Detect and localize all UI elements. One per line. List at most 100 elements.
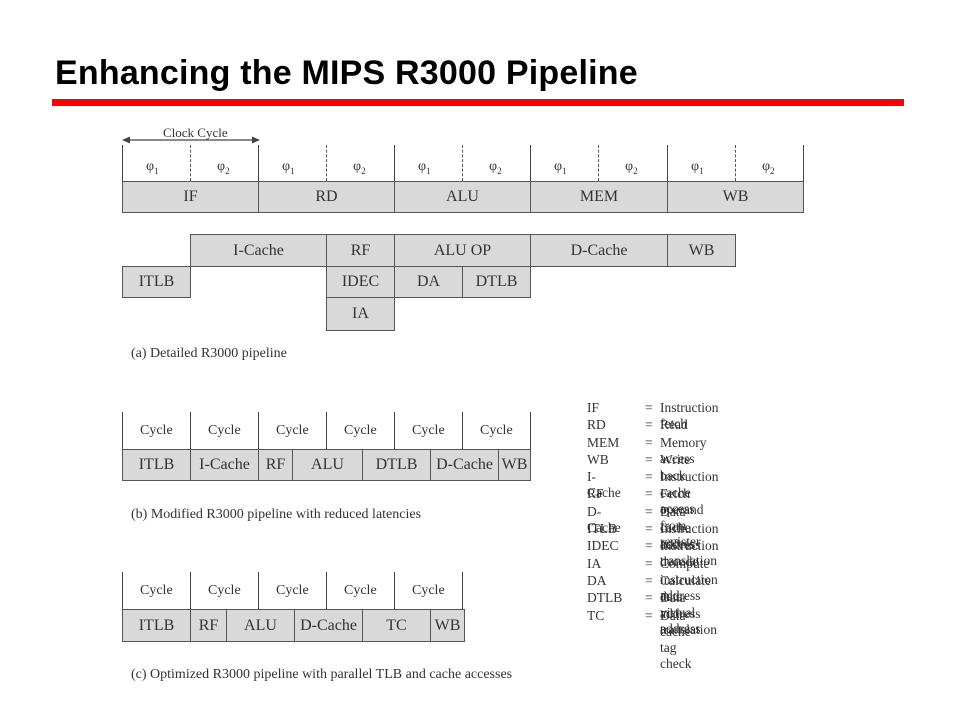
phase-label: φ2 bbox=[762, 159, 775, 176]
legend-desc: Instruction address translation bbox=[660, 521, 719, 569]
legend-desc: Data address translation bbox=[660, 590, 717, 638]
legend-desc: Data cache tag check bbox=[660, 607, 692, 671]
b-stage-i-cache: I-Cache bbox=[190, 449, 259, 481]
phase-label: φ1 bbox=[418, 159, 431, 176]
substage-wb: WB bbox=[667, 234, 736, 267]
legend-desc: Data cache access bbox=[660, 503, 695, 551]
phase-label: φ1 bbox=[691, 159, 704, 176]
cycle-label: Cycle bbox=[276, 583, 309, 598]
cycle-divider bbox=[122, 145, 123, 181]
substage-da: DA bbox=[394, 266, 463, 298]
phase-label: φ2 bbox=[489, 159, 502, 176]
c-stage-tc: TC bbox=[362, 609, 431, 642]
substage-ia: IA bbox=[326, 297, 395, 331]
phase-divider bbox=[190, 145, 191, 181]
c-stage-wb: WB bbox=[430, 609, 465, 642]
c-stage-alu: ALU bbox=[226, 609, 295, 642]
c-stage-d-cache: D-Cache bbox=[294, 609, 363, 642]
legend-abbr: RF bbox=[587, 486, 604, 502]
cycle-divider bbox=[122, 412, 123, 450]
cycle-label: Cycle bbox=[344, 583, 377, 598]
cycle-label: Cycle bbox=[140, 423, 173, 438]
phase-label: φ1 bbox=[146, 159, 159, 176]
phase-divider bbox=[326, 145, 327, 181]
cycle-divider bbox=[394, 412, 395, 450]
title-underline bbox=[52, 99, 904, 106]
stage-alu: ALU bbox=[394, 181, 531, 213]
b-stage-d-cache: D-Cache bbox=[430, 449, 499, 481]
cycle-label: Cycle bbox=[480, 423, 513, 438]
legend-desc: Instruction fetch bbox=[660, 400, 719, 431]
cycle-label: Cycle bbox=[208, 583, 241, 598]
legend-abbr: RD bbox=[587, 417, 606, 433]
substage-rf: RF bbox=[326, 234, 395, 267]
cycle-label: Cycle bbox=[208, 423, 241, 438]
b-stage-wb: WB bbox=[498, 449, 531, 481]
stage-mem: MEM bbox=[530, 181, 668, 213]
page-title: Enhancing the MIPS R3000 Pipeline bbox=[55, 54, 638, 92]
legend-abbr: I-Cache bbox=[587, 469, 621, 501]
cycle-label: Cycle bbox=[276, 423, 309, 438]
clock-cycle-label: Clock Cycle bbox=[163, 125, 228, 140]
cycle-divider bbox=[462, 572, 463, 610]
stage-wb: WB bbox=[667, 181, 804, 213]
legend-abbr: IDEC bbox=[587, 538, 619, 554]
legend-abbr: IA bbox=[587, 555, 602, 571]
substage-itlb: ITLB bbox=[122, 266, 191, 298]
legend-desc: Calculate data virtual address bbox=[660, 572, 711, 636]
cycle-divider bbox=[530, 145, 531, 181]
phase-divider bbox=[735, 145, 736, 181]
phase-label: φ2 bbox=[217, 159, 230, 176]
legend-abbr: IF bbox=[587, 400, 600, 415]
cycle-divider bbox=[667, 145, 668, 181]
legend-abbr: DTLB bbox=[587, 590, 623, 606]
cycle-label: Cycle bbox=[412, 583, 445, 598]
phase-label: φ1 bbox=[554, 159, 567, 176]
b-stage-dtlb: DTLB bbox=[362, 449, 431, 481]
b-stage-rf: RF bbox=[258, 449, 293, 481]
legend-abbr: WB bbox=[587, 451, 609, 467]
caption-c: (c) Optimized R3000 pipeline with parall… bbox=[131, 667, 513, 682]
substage-idec: IDEC bbox=[326, 266, 395, 298]
phase-label: φ2 bbox=[353, 159, 366, 176]
caption-b: (b) Modified R3000 pipeline with reduced… bbox=[131, 507, 422, 522]
cycle-divider bbox=[122, 572, 123, 610]
substage-d-cache: D-Cache bbox=[530, 234, 668, 267]
cycle-divider bbox=[190, 572, 191, 610]
stage-if: IF bbox=[122, 181, 259, 213]
legend-abbr: ITLB bbox=[587, 521, 617, 537]
cycle-divider bbox=[394, 572, 395, 610]
cycle-divider bbox=[258, 145, 259, 181]
cycle-divider bbox=[326, 412, 327, 450]
substage-dtlb: DTLB bbox=[462, 266, 531, 298]
cycle-divider bbox=[190, 412, 191, 450]
cycle-divider bbox=[258, 412, 259, 450]
phase-divider bbox=[598, 145, 599, 181]
legend-abbr: DA bbox=[587, 572, 607, 588]
cycle-label: Cycle bbox=[412, 423, 445, 438]
legend-abbr: TC bbox=[587, 607, 605, 623]
cycle-divider bbox=[462, 412, 463, 450]
c-stage-itlb: ITLB bbox=[122, 609, 191, 642]
c-stage-rf: RF bbox=[190, 609, 227, 642]
legend-desc: Fetch operand from register bbox=[660, 486, 704, 550]
cycle-divider bbox=[530, 412, 531, 450]
phase-label: φ1 bbox=[282, 159, 295, 176]
legend-desc: Instruction decode bbox=[660, 538, 719, 570]
b-stage-itlb: ITLB bbox=[122, 449, 191, 481]
cycle-divider bbox=[258, 572, 259, 610]
legend-desc: Memory access bbox=[660, 434, 707, 466]
legend-desc: Write back bbox=[660, 451, 691, 483]
phase-divider bbox=[462, 145, 463, 181]
substage-alu-op: ALU OP bbox=[394, 234, 531, 267]
caption-a: (a) Detailed R3000 pipeline bbox=[131, 346, 287, 361]
phase-label: φ2 bbox=[625, 159, 638, 176]
legend-desc: Read bbox=[660, 417, 688, 433]
legend-desc: Compute instruction address bbox=[660, 555, 718, 603]
cycle-divider bbox=[326, 572, 327, 610]
b-stage-alu: ALU bbox=[292, 449, 363, 481]
cycle-label: Cycle bbox=[344, 423, 377, 438]
cycle-divider bbox=[394, 145, 395, 181]
substage-i-cache: I-Cache bbox=[190, 234, 327, 267]
